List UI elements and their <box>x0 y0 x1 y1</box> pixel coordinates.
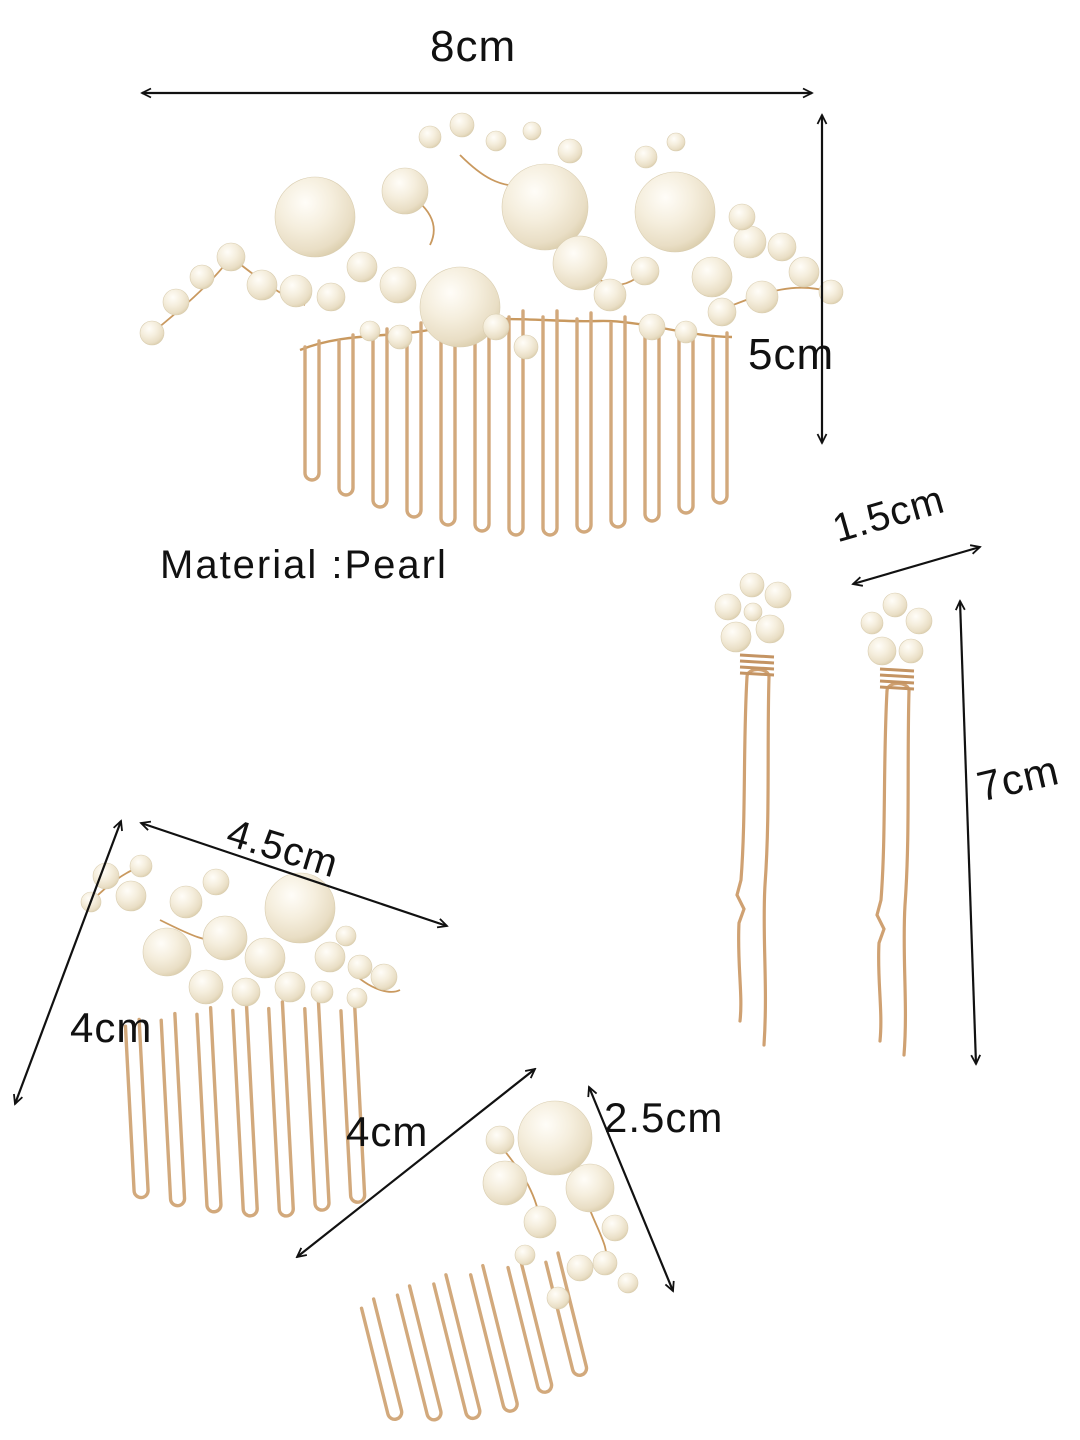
hair-pin-right <box>860 592 933 1057</box>
dimension-label-large-comb-height: 5cm <box>748 330 835 379</box>
material-note: Material :Pearl <box>160 543 448 587</box>
dimension-label-small-comb-width: 4cm <box>346 1108 429 1155</box>
large-comb-photo <box>139 112 844 537</box>
pearl-cluster <box>139 112 844 360</box>
comb-teeth <box>123 1000 367 1218</box>
pearl-cluster <box>80 854 398 1009</box>
hair-pin-left <box>714 572 792 1047</box>
hair-pins-photo <box>714 572 933 1057</box>
comb-teeth <box>359 1251 589 1422</box>
dimension-label-medium-comb-height: 4cm <box>70 1004 153 1051</box>
dimension-label-small-comb-height: 2.5cm <box>604 1094 724 1141</box>
dimension-label-large-comb-width: 8cm <box>430 22 517 71</box>
